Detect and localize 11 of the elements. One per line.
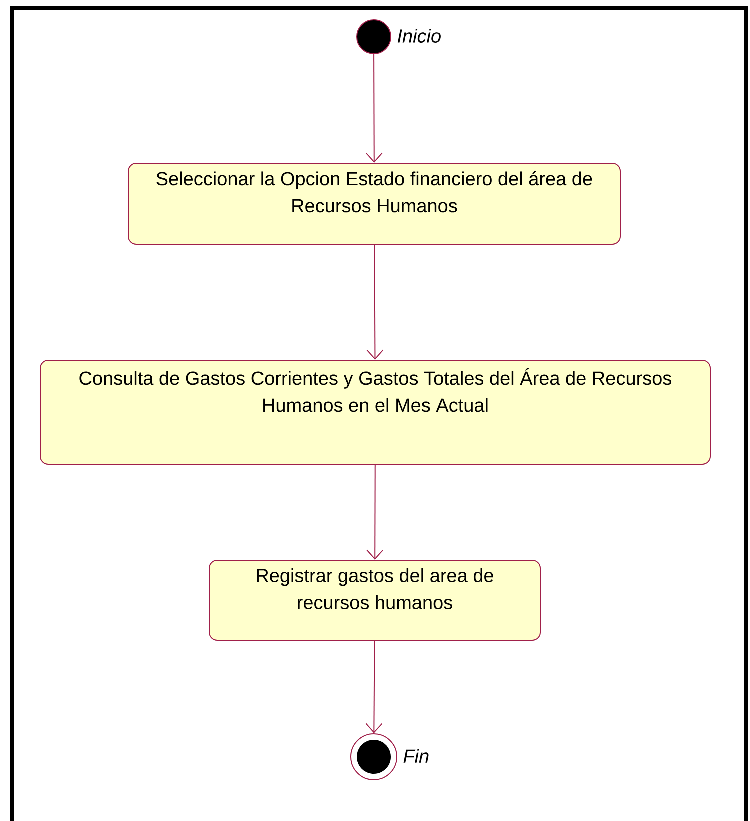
arrow bbox=[366, 54, 383, 163]
arrow bbox=[366, 640, 383, 734]
start-dot bbox=[356, 20, 392, 54]
activity-box: Consulta de Gastos Corrientes y Gastos Totales del Área de Recursos Humanos en el Mes Actual bbox=[40, 360, 711, 465]
node-label: Fin bbox=[404, 749, 429, 763]
activity-box: Registrar gastos del area de recursos humanos bbox=[209, 560, 541, 641]
end-bullseye bbox=[350, 734, 398, 780]
arrow bbox=[366, 244, 384, 360]
arrow bbox=[366, 464, 384, 560]
activity-box: Seleccionar la Opcion Estado financiero del área de Recursos Humanos bbox=[128, 163, 621, 245]
node-label: Inicio bbox=[398, 29, 441, 43]
